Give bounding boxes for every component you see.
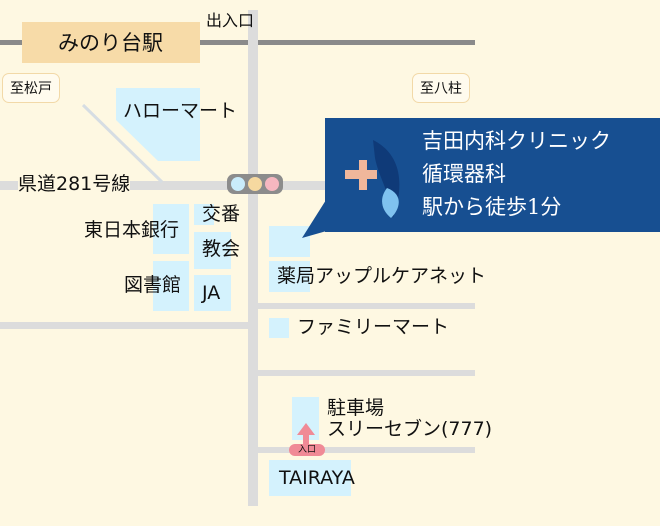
direction-west-tag: 至松戸: [2, 73, 60, 103]
prefectural-road-281: [0, 181, 340, 190]
station-exit-label: 出入口: [206, 11, 255, 30]
right-road-1: [258, 303, 475, 309]
clinic-callout[interactable]: 吉田内科クリニック 循環器科 駅から徒歩1分: [325, 118, 660, 232]
direction-east-tag: 至八柱: [412, 73, 470, 103]
clinic-access: 駅から徒歩1分: [422, 195, 562, 219]
light-yellow-icon: [248, 177, 262, 191]
police-box-label: 交番: [202, 203, 241, 225]
familymart-building: [269, 318, 289, 338]
entrance-badge: 入口: [289, 444, 325, 456]
traffic-light: [227, 174, 283, 194]
hello-mart-building: [116, 88, 200, 161]
familymart-label: ファミリーマート: [297, 316, 450, 338]
tairaya-building: [269, 460, 351, 496]
bank-label: 東日本銀行: [84, 219, 180, 241]
left-road: [0, 322, 248, 329]
parking-label: 駐車場: [327, 397, 385, 419]
station-box: [22, 22, 200, 63]
light-red-icon: [265, 177, 279, 191]
library-building: [153, 261, 189, 311]
entrance-arrow-icon: [297, 423, 315, 447]
clinic-department: 循環器科: [422, 162, 506, 186]
pharmacy-building: [269, 261, 310, 292]
seven-label: スリーセブン(777): [327, 418, 493, 440]
right-road-2: [258, 370, 475, 376]
railway-line: [0, 40, 475, 45]
clinic-name: 吉田内科クリニック: [422, 129, 611, 153]
light-blue-icon: [231, 177, 245, 191]
diagonal-road: [81, 103, 164, 184]
callout-tail: [302, 200, 330, 238]
ja-building: [194, 275, 231, 311]
ja-label: JA: [202, 282, 221, 304]
pharmacy-label: 薬局アップルケアネット: [277, 265, 487, 287]
library-label: 図書館: [124, 274, 182, 296]
right-road-3: [258, 447, 475, 453]
tairaya-label: TAIRAYA: [279, 467, 355, 489]
police-box-building: [194, 204, 214, 225]
hello-mart-label: ハローマート: [123, 100, 238, 122]
bank-building: [153, 204, 189, 254]
road-281-label: 県道281号線: [18, 173, 131, 195]
main-vertical-road: [248, 10, 258, 506]
church-label: 教会: [202, 238, 241, 260]
church-building: [194, 232, 231, 269]
station-name: みのり台駅: [58, 31, 163, 55]
clinic-building: [269, 226, 310, 257]
clinic-logo-icon: [345, 140, 400, 218]
